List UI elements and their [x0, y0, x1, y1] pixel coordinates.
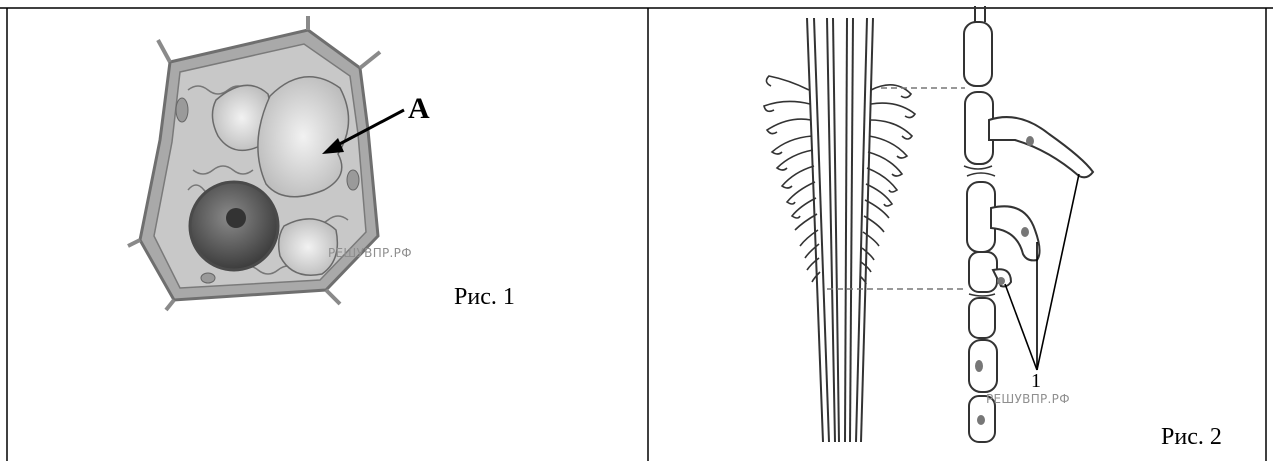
nucleolus	[226, 208, 246, 228]
label-a: A	[408, 92, 430, 126]
root-hairs-left	[764, 76, 820, 282]
watermark-1: РЕШУВПР.РФ	[328, 246, 412, 260]
label-1: 1	[1031, 370, 1041, 393]
figure-1-cell: A РЕШУВПР.РФ Рис. 1	[8, 0, 648, 461]
root-hair-cells	[964, 6, 1093, 442]
caption-fig-1: Рис. 1	[454, 284, 515, 311]
figure-2-cell: 1 РЕШУВПР.РФ Рис. 2	[649, 0, 1266, 461]
watermark-2: РЕШУВПР.РФ	[986, 392, 1070, 406]
caption-fig-2: Рис. 2	[1161, 424, 1222, 451]
plant-cell-illustration	[8, 0, 648, 461]
root-hairs-right	[860, 85, 915, 284]
root-hair-illustration	[649, 0, 1266, 461]
central-vacuole	[258, 77, 349, 197]
label-1-pointers	[1005, 174, 1079, 370]
